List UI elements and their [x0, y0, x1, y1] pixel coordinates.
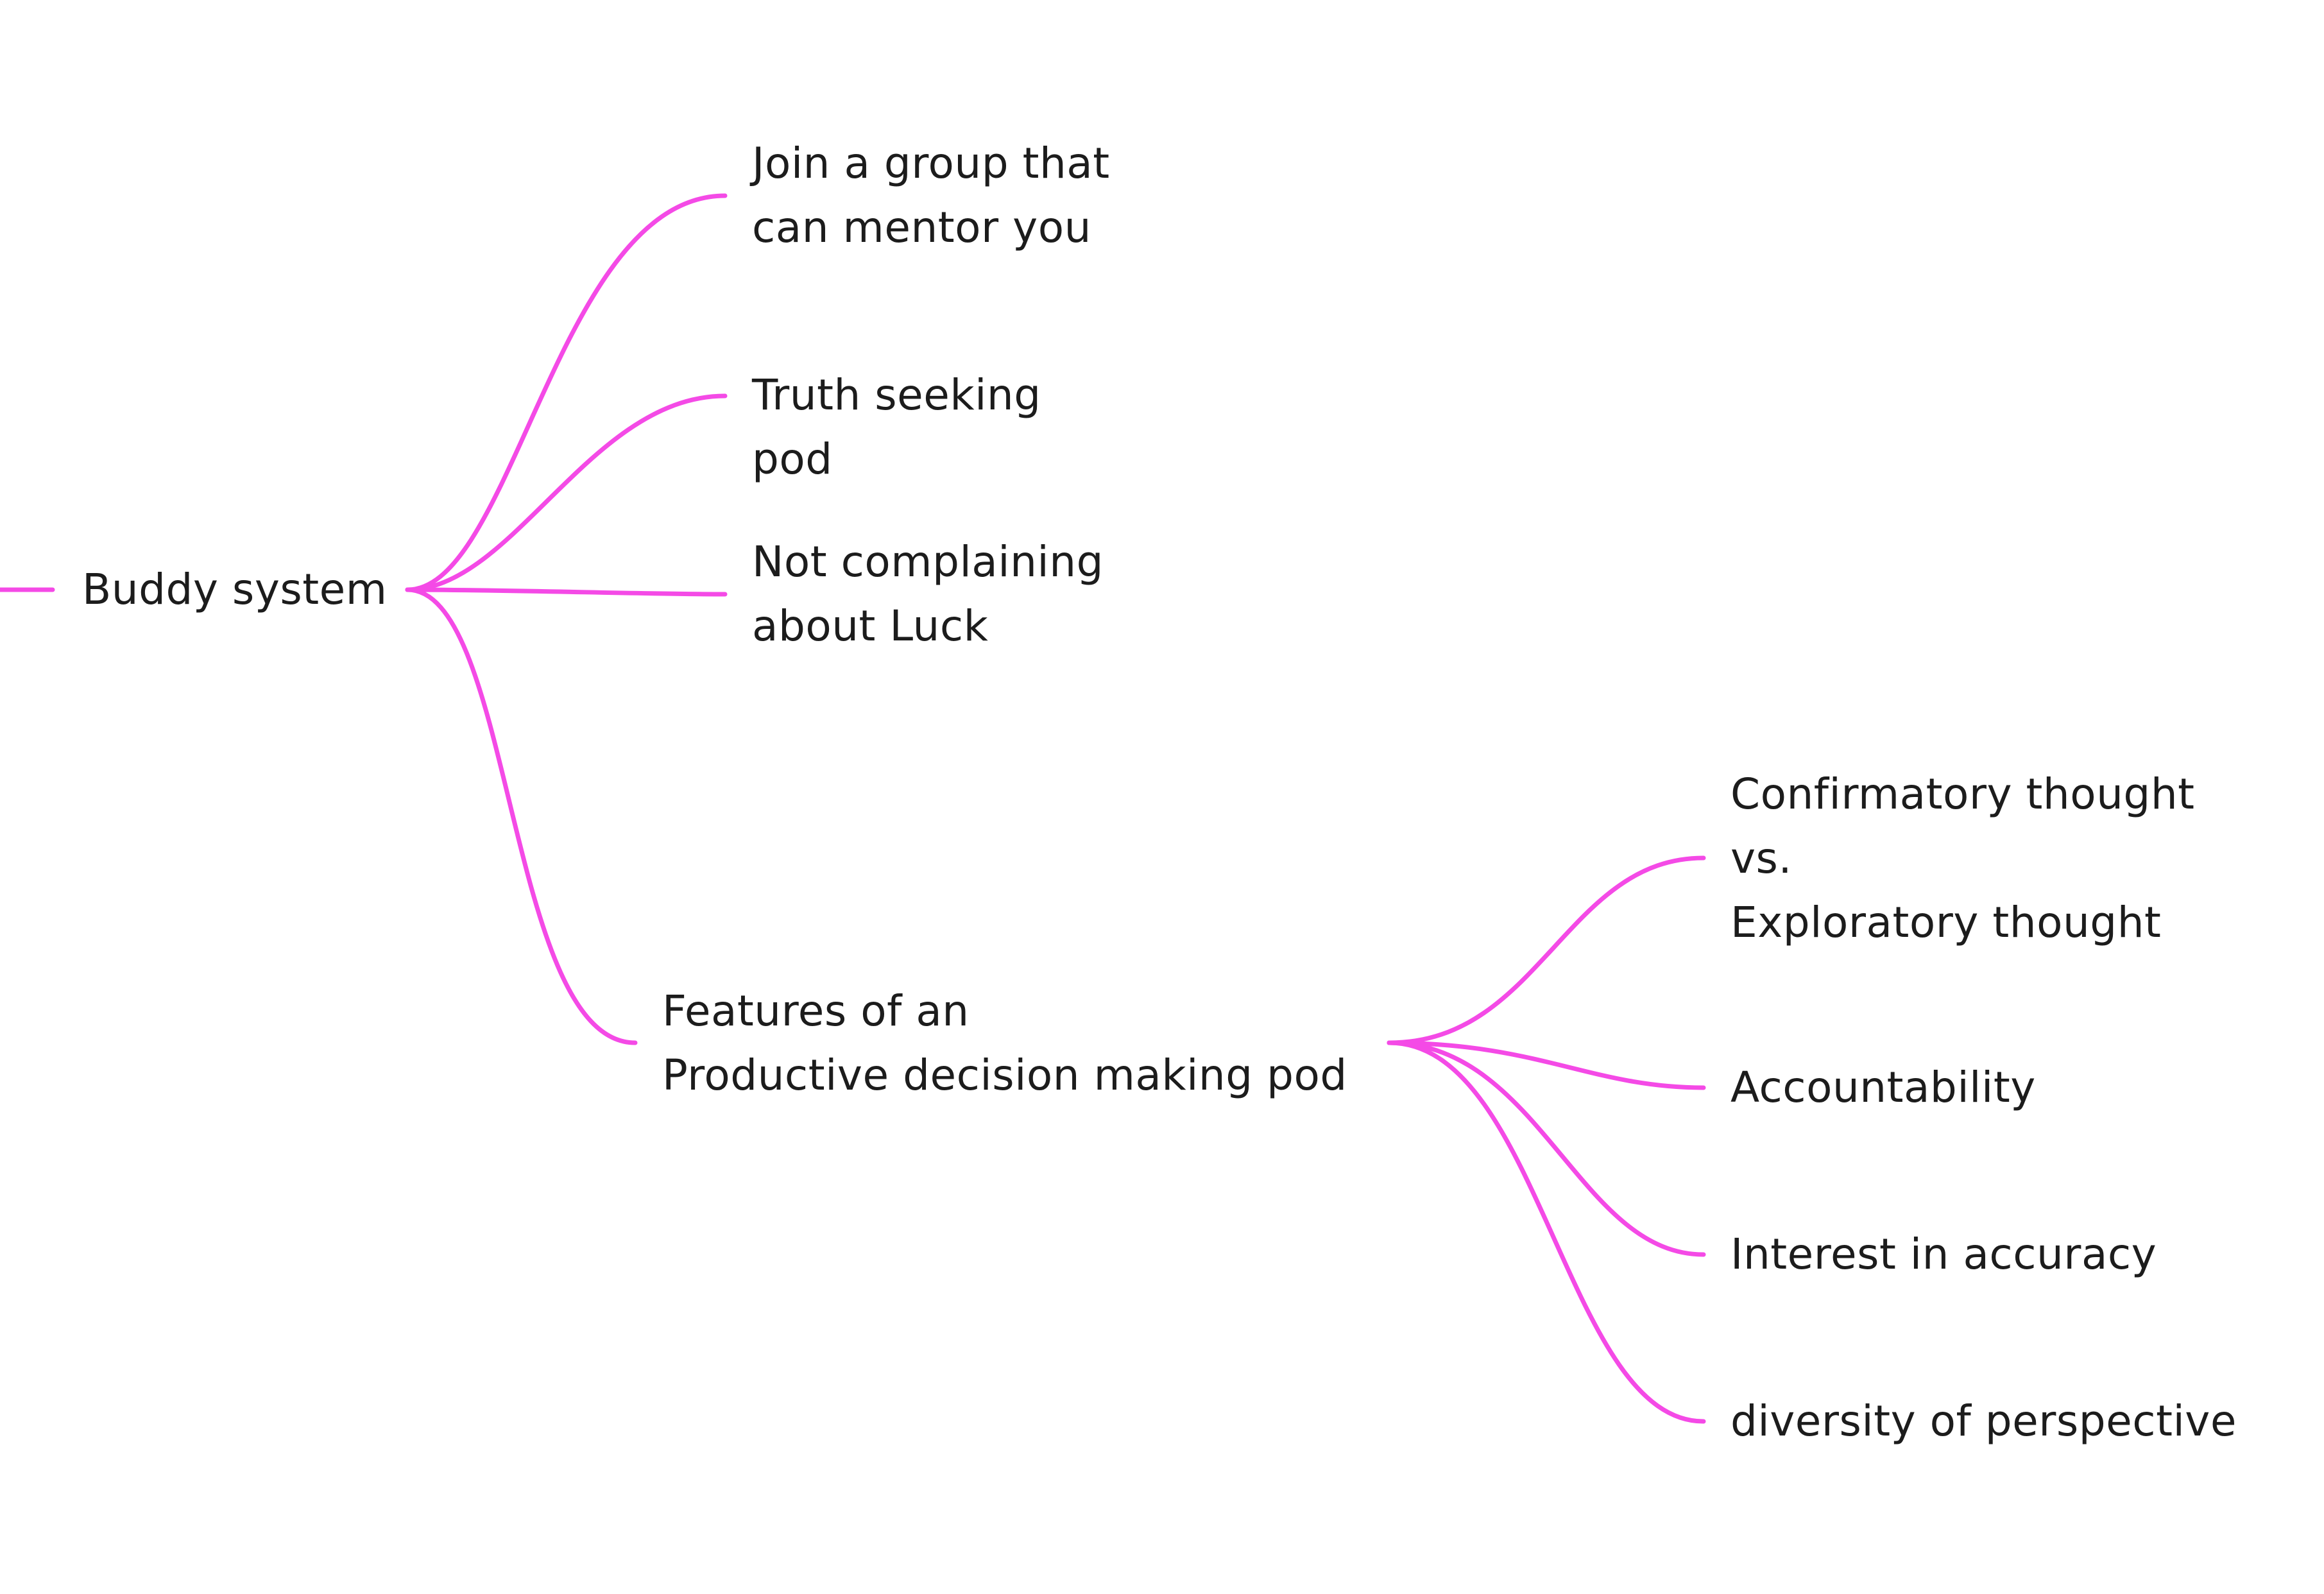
node-label: Buddy system — [82, 565, 388, 614]
connector-to-not-complaining — [405, 587, 728, 597]
mindmap-root-buddy-system: Buddy system — [82, 558, 388, 622]
mindmap-node-features-pod: Features of an Productive decision makin… — [662, 979, 1347, 1108]
mindmap-node-truth-seeking: Truth seeking pod — [752, 363, 1041, 492]
mindmap-node-confirmatory-vs-exploratory: Confirmatory thought vs. Exploratory tho… — [1730, 762, 2195, 955]
node-label-line-1: Features of an — [662, 986, 970, 1036]
mindmap-node-diversity-perspective: diversity of perspective — [1730, 1389, 2237, 1453]
node-label-line-2: can mentor you — [752, 203, 1091, 252]
connector-to-truth-seeking — [405, 393, 728, 592]
connector-to-join-group — [405, 193, 728, 592]
node-label-line-1: Truth seeking — [752, 370, 1041, 420]
connector-to-diversity — [1387, 1040, 1706, 1424]
connector-to-interest-accuracy — [1387, 1040, 1706, 1257]
node-label-line-2: pod — [752, 434, 833, 484]
node-label-line-2: vs. — [1730, 834, 1792, 883]
mindmap-node-join-group: Join a group that can mentor you — [752, 132, 1110, 260]
connector-to-confirmatory — [1387, 855, 1706, 1045]
node-label-line-3: Exploratory thought — [1730, 898, 2162, 947]
node-label-line-1: Confirmatory thought — [1730, 769, 2195, 819]
mindmap-node-interest-accuracy: Interest in accuracy — [1730, 1222, 2157, 1287]
connector-to-accountability — [1387, 1040, 1706, 1090]
mindmap-node-accountability: Accountability — [1730, 1056, 2036, 1120]
connector-to-features-pod — [405, 587, 638, 1045]
node-label-line-1: Join a group that — [752, 139, 1110, 188]
mindmap-node-not-complaining: Not complaining about Luck — [752, 530, 1104, 658]
node-label-line-1: Accountability — [1730, 1063, 2036, 1112]
node-label-line-1: Not complaining — [752, 537, 1104, 587]
node-label-line-1: diversity of perspective — [1730, 1396, 2237, 1446]
node-label-line-2: Productive decision making pod — [662, 1050, 1347, 1100]
node-label-line-2: about Luck — [752, 601, 989, 651]
node-label-line-1: Interest in accuracy — [1730, 1230, 2157, 1279]
